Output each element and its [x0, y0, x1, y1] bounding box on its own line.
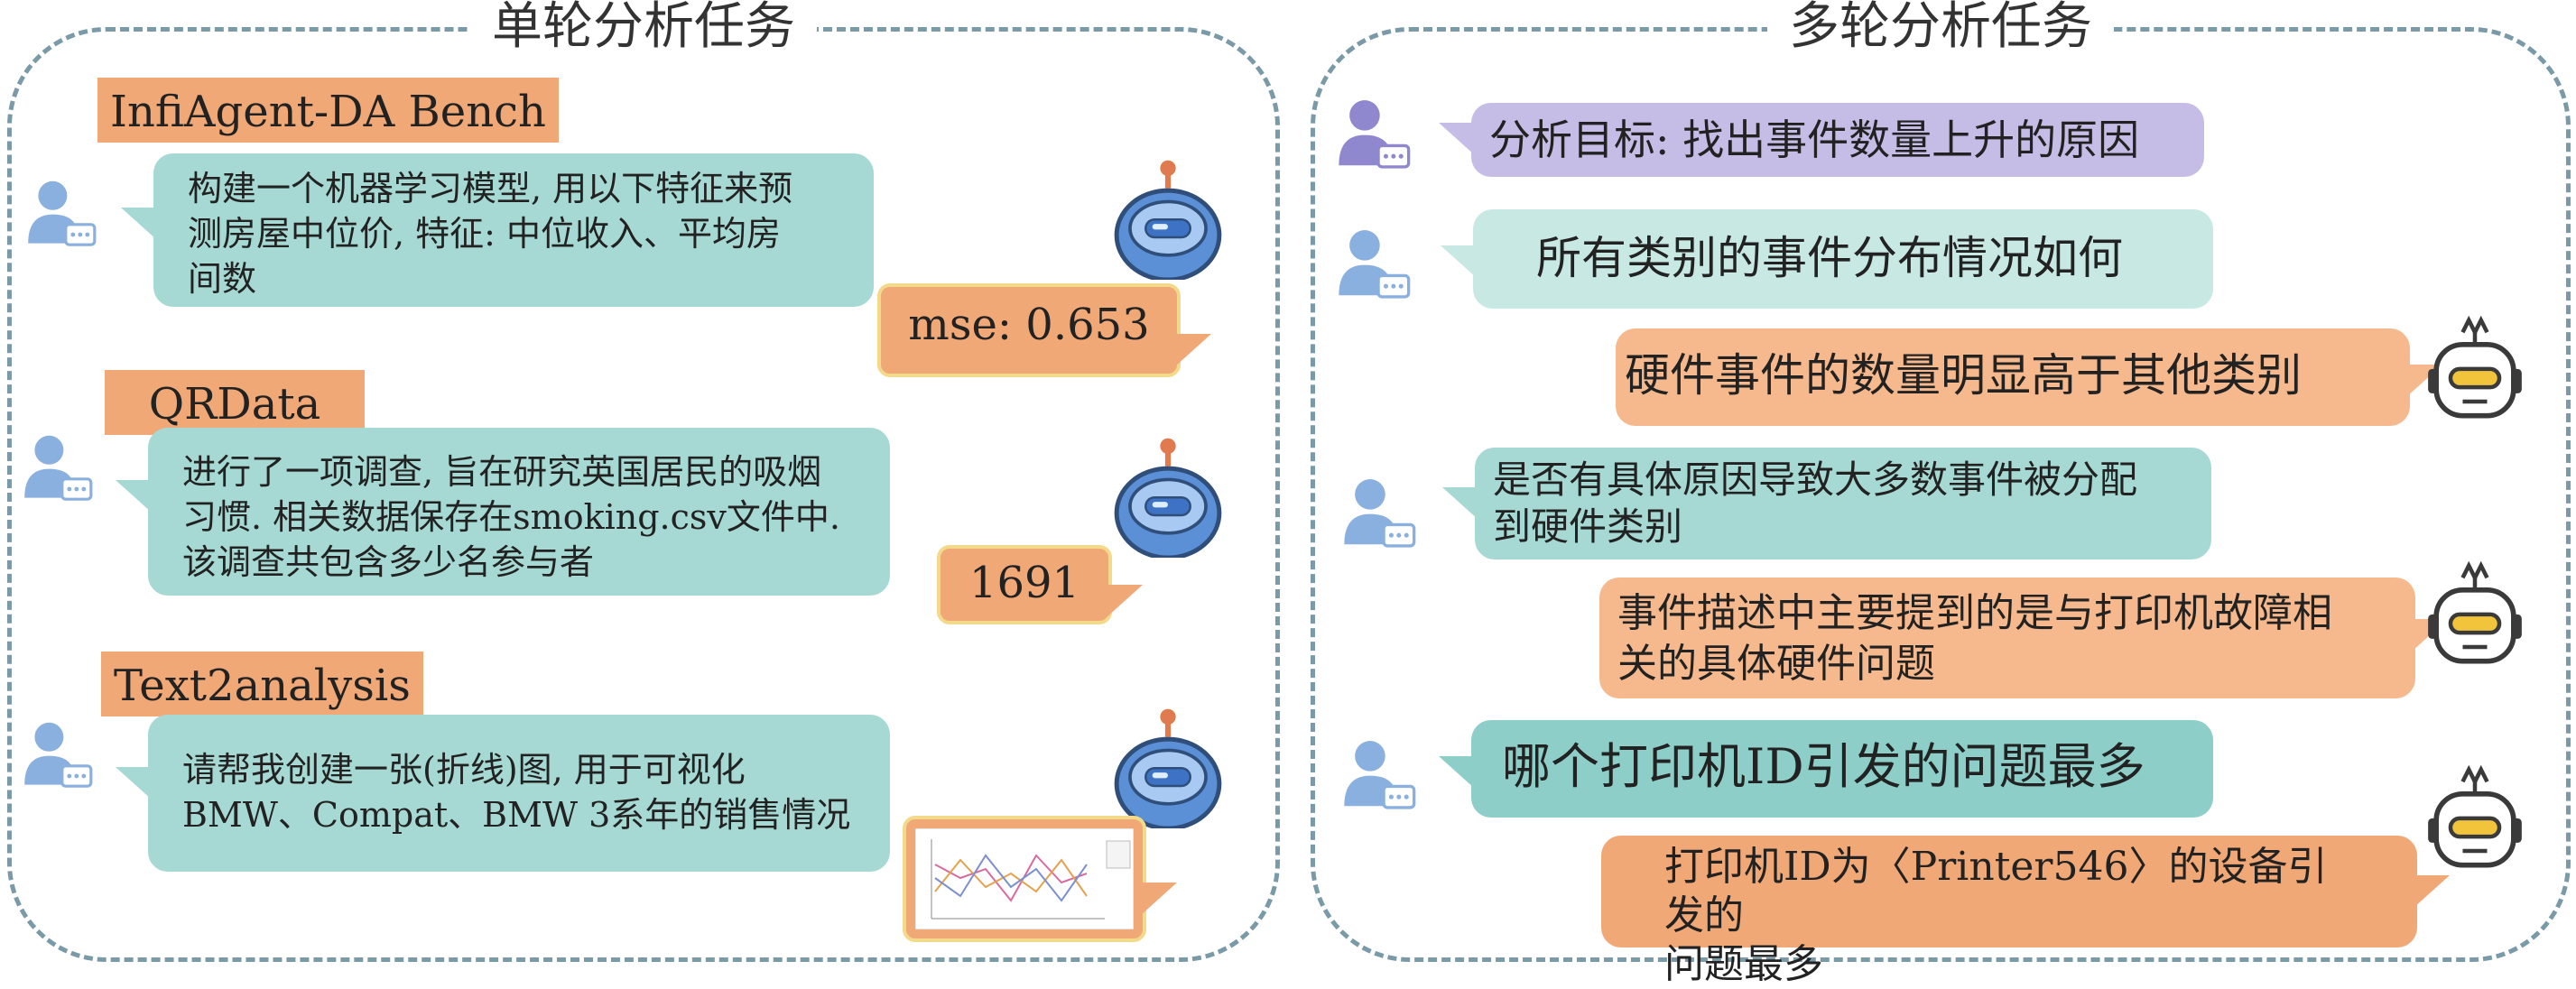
question-line: 该调查共包含多少名参与者: [182, 542, 595, 582]
agent-answer-bubble: 打印机ID为〈Printer546〉的设备引发的 问题最多: [1601, 836, 2450, 987]
bubble-tail: [116, 480, 152, 513]
answer-text: 1691: [968, 558, 1080, 608]
turn-text: 关的具体硬件问题: [1617, 641, 1935, 687]
line-chart-thumbnail: [903, 816, 1177, 942]
analysis-goal-bubble: 分析目标: 找出事件数量上升的原因: [1439, 103, 2204, 177]
user-question-bubble: 构建一个机器学习模型, 用以下特征来预 测房屋中位价, 特征: 中位收入、平均房…: [121, 153, 874, 307]
agent-answer-bubble: 事件描述中主要提到的是与打印机故障相 关的具体硬件问题: [1599, 578, 2448, 698]
user-icon: [1341, 736, 1417, 812]
question-line: 构建一个机器学习模型, 用以下特征来预: [188, 169, 793, 208]
robot-blue-icon: [1112, 157, 1224, 280]
bubble-tail: [116, 767, 152, 800]
bubble-tail: [1442, 487, 1478, 520]
bubble-tail: [1441, 245, 1477, 278]
user-icon: [1341, 475, 1417, 550]
robot-gold-icon: [2423, 314, 2527, 426]
turn-text: 事件描述中主要提到的是与打印机故障相: [1617, 590, 2332, 636]
agent-answer-bubble: mse: 0.653: [877, 283, 1211, 377]
bubble-tail: [2414, 875, 2450, 908]
turn-text: 硬件事件的数量明显高于其他类别: [1625, 349, 2302, 402]
dataset-label-text2analysis: Text2analysis: [101, 652, 423, 716]
bubble-tail: [1175, 334, 1211, 366]
robot-blue-icon: [1112, 435, 1224, 558]
turn-text: 哪个打印机ID引发的问题最多: [1502, 738, 2145, 795]
user-question-bubble: 所有类别的事件分布情况如何: [1441, 209, 2213, 309]
robot-blue-icon: [1112, 706, 1224, 828]
question-line: 测房屋中位价, 特征: 中位收入、平均房: [188, 214, 782, 254]
answer-text: mse: 0.653: [908, 300, 1150, 350]
robot-gold-icon: [2423, 763, 2527, 875]
turn-text: 问题最多: [1664, 941, 1823, 987]
agent-answer-bubble: 硬件事件的数量明显高于其他类别: [1616, 328, 2442, 426]
bubble-tail: [1439, 756, 1475, 789]
single-turn-title: 单轮分析任务: [470, 2, 817, 52]
robot-gold-icon: [2423, 559, 2527, 671]
question-line: 间数: [188, 259, 257, 299]
dataset-label-qrdata: QRData: [105, 370, 365, 435]
user-icon: [25, 177, 97, 249]
user-question-bubble: 哪个打印机ID引发的问题最多: [1439, 720, 2213, 818]
user-question-bubble: 请帮我创建一张(折线)图, 用于可视化 BMW、Compat、BMW 3系年的销…: [116, 715, 890, 872]
user-icon: [22, 718, 94, 790]
agent-answer-bubble: 1691: [937, 545, 1143, 624]
line-chart-icon: [915, 828, 1134, 929]
turn-text: 所有类别的事件分布情况如何: [1536, 232, 2123, 284]
analysis-goal-text: 分析目标: 找出事件数量上升的原因: [1489, 116, 2140, 164]
user-icon: [1336, 226, 1412, 301]
question-line: 进行了一项调查, 旨在研究英国居民的吸烟: [182, 452, 822, 492]
question-line: BMW、Compat、BMW 3系年的销售情况: [182, 795, 851, 835]
user-icon: [1336, 96, 1412, 171]
user-question-bubble: 是否有具体原因导致大多数事件被分配 到硬件类别: [1442, 448, 2211, 559]
bubble-tail: [1439, 123, 1475, 155]
bubble-tail: [1107, 585, 1143, 617]
user-icon: [22, 431, 94, 504]
user-question-bubble: 进行了一项调查, 旨在研究英国居民的吸烟 习惯. 相关数据保存在smoking.…: [116, 428, 890, 596]
multi-turn-title: 多轮分析任务: [1767, 2, 2114, 52]
dataset-label-infiagent: InfiAgent-DA Bench: [97, 78, 559, 143]
bubble-tail: [1141, 883, 1177, 915]
question-line: 请帮我创建一张(折线)图, 用于可视化: [182, 750, 746, 790]
turn-text: 打印机ID为〈Printer546〉的设备引发的: [1664, 844, 2328, 938]
turn-text: 是否有具体原因导致大多数事件被分配: [1493, 458, 2138, 502]
question-line: 习惯. 相关数据保存在smoking.csv文件中.: [182, 497, 840, 537]
turn-text: 到硬件类别: [1493, 504, 1683, 549]
bubble-tail: [121, 208, 157, 240]
